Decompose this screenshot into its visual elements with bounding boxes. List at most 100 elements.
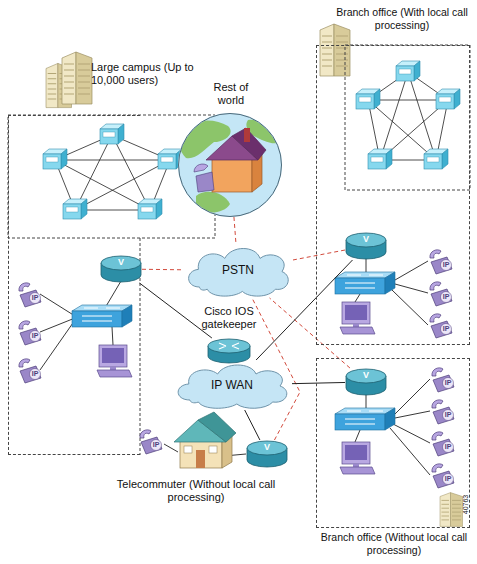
ip-phone: IP: [17, 280, 43, 308]
phone-badge: [441, 324, 452, 335]
phone-handset: [430, 282, 441, 290]
phone-badge: [151, 440, 162, 451]
wan-link: [245, 410, 260, 440]
phone-body: [431, 257, 452, 274]
cluster-box: [345, 45, 470, 190]
phone-badge-text: IP: [29, 332, 41, 340]
phone-handset: [432, 432, 443, 440]
gk-shape: [207, 338, 251, 364]
router-mark: V: [246, 442, 288, 453]
phone-badge-text: IP: [150, 441, 162, 449]
phone-body: [20, 328, 41, 345]
phone-handset: [432, 368, 443, 376]
phone-handset: [140, 430, 151, 438]
globe-picture: [178, 120, 282, 213]
ip-phone: IP: [430, 397, 456, 425]
router-mark: V: [345, 234, 387, 245]
cluster-mesh: [368, 72, 448, 160]
call-manager: [100, 124, 124, 144]
phone-handset: [432, 464, 443, 472]
call-manager: [138, 199, 162, 219]
call-manager: [396, 61, 420, 81]
phone-badge: [443, 378, 454, 389]
phone-body: [141, 437, 162, 454]
phone-badge-text: IP: [442, 379, 454, 387]
home-house: [174, 412, 236, 468]
site-heading: Branch office (With local call processin…: [327, 6, 477, 32]
ip-phone: IP: [428, 247, 454, 275]
lan-switch: [72, 305, 132, 327]
campus-site: VIPIPIPLarge campus (Up to 10,000 users): [8, 115, 140, 455]
phone-body: [20, 290, 41, 307]
router-top: [208, 339, 250, 353]
node-label: PSTN: [183, 243, 293, 298]
phone-body: [433, 375, 454, 392]
site-heading: Large campus (Up to 10,000 users): [91, 61, 209, 87]
phone-badge-text: IP: [440, 325, 452, 333]
router-top: [346, 369, 386, 383]
pc: [97, 345, 132, 377]
branch-building: [440, 493, 463, 527]
phone-shape: [17, 280, 43, 308]
phone-badge: [30, 369, 41, 380]
phone-body: [20, 366, 41, 383]
phone-badge: [30, 293, 41, 304]
phone-badge: [443, 474, 454, 485]
call-manager: [43, 149, 67, 169]
voice-router: V: [345, 368, 387, 396]
ip-phone: IP: [428, 279, 454, 307]
site-heading: Branch office (Without local call proces…: [317, 531, 471, 557]
globe-fill: [178, 113, 282, 217]
voice-router: V: [246, 440, 288, 468]
site-heading: Rest of world: [201, 81, 261, 107]
branch-site: VIPIPIPBranch office (With local call pr…: [316, 45, 470, 345]
pstn-cloud: PSTN: [183, 243, 293, 298]
phone-badge-text: IP: [442, 443, 454, 451]
voice-router: V: [345, 232, 387, 260]
phone-badge-text: IP: [29, 370, 41, 378]
phone-shape: [138, 427, 164, 455]
router-top: [101, 256, 141, 270]
pstn-trunk: [252, 298, 300, 440]
router-top: [346, 233, 386, 247]
node-label: IP WAN: [172, 360, 292, 410]
call-manager: [424, 149, 448, 169]
phone-shape: [428, 311, 454, 339]
site-heading: Telecommuter (Without local call process…: [116, 478, 276, 504]
ip-phone: IP: [428, 311, 454, 339]
phone-shape: [17, 318, 43, 346]
phone-badge-text: IP: [440, 261, 452, 269]
phone-handset: [19, 321, 30, 329]
figure-number: 40763: [461, 488, 470, 522]
voice-router: V: [100, 255, 142, 283]
ip-phone: IP: [430, 461, 456, 489]
pstn-trunk: [234, 217, 236, 243]
phone-badge: [443, 442, 454, 453]
phone-shape: [430, 365, 456, 393]
call-manager: [368, 149, 392, 169]
phone-badge-text: IP: [440, 293, 452, 301]
pc: [340, 442, 375, 474]
phone-body: [431, 289, 452, 306]
phone-body: [433, 471, 454, 488]
ip-phone: IP: [17, 318, 43, 346]
phone-shape: [430, 429, 456, 457]
phone-handset: [19, 359, 30, 367]
wan-link: [139, 283, 211, 338]
phone-shape: [428, 279, 454, 307]
phone-badge: [443, 410, 454, 421]
wan-link: [292, 382, 345, 383]
phone-body: [433, 407, 454, 424]
campus-building: [62, 52, 92, 104]
gatekeeper-router: Cisco IOS gatekeeper: [207, 338, 251, 364]
router-mark: V: [345, 370, 387, 381]
phone-badge-text: IP: [442, 411, 454, 419]
world-globe: Rest of world: [178, 113, 282, 217]
lan-switch: [335, 408, 395, 430]
phone-body: [433, 439, 454, 456]
phone-shape: [430, 461, 456, 489]
phone-shape: [428, 247, 454, 275]
branch-site: VIPIPIPIPBranch office (Without local ca…: [316, 358, 470, 528]
phone-badge: [441, 292, 452, 303]
